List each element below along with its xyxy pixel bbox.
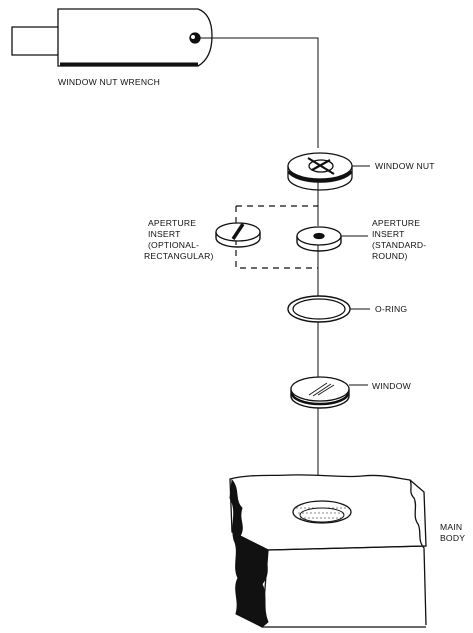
window (290, 376, 350, 409)
label-aperture-standard-2: INSERT (372, 229, 405, 239)
label-aperture-optional-1: APERTURE (148, 218, 196, 228)
window-nut (287, 152, 353, 191)
label-o-ring: O-RING (375, 304, 407, 314)
label-aperture-standard-3: (STANDARD- (372, 240, 426, 250)
label-aperture-standard-4: ROUND) (372, 251, 408, 261)
main-body (229, 474, 427, 628)
o-ring (287, 295, 351, 323)
label-window-nut: WINDOW NUT (375, 161, 435, 171)
label-main-body-2: BODY (440, 533, 465, 543)
window-nut-wrench (11, 8, 213, 67)
aperture-insert-standard (296, 226, 342, 252)
label-aperture-optional-3: (OPTIONAL- (148, 240, 199, 250)
label-aperture-optional-4: RECTANGULAR) (144, 251, 214, 261)
label-window: WINDOW (372, 381, 412, 391)
optional-insert-dashed-path (235, 205, 318, 269)
label-aperture-optional-2: INSERT (148, 229, 181, 239)
aperture-insert-optional (215, 222, 261, 248)
label-main-body-1: MAIN (440, 522, 462, 532)
label-window-nut-wrench: WINDOW NUT WRENCH (58, 77, 160, 87)
label-aperture-standard-1: APERTURE (372, 218, 420, 228)
wrench-leader-line (200, 37, 319, 148)
